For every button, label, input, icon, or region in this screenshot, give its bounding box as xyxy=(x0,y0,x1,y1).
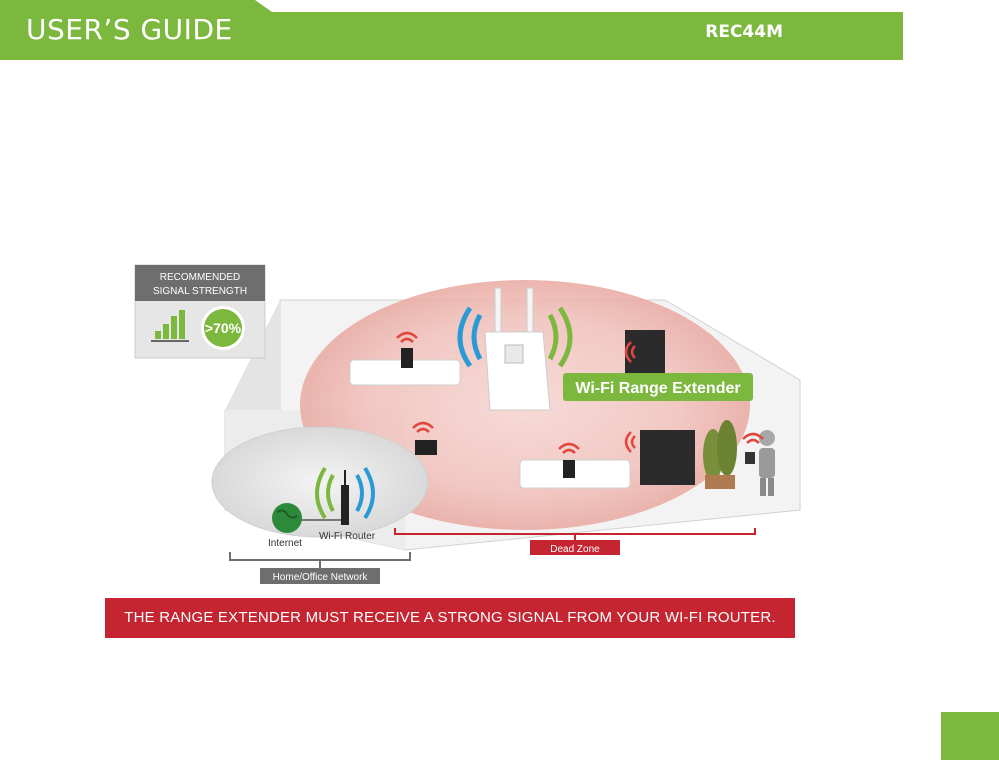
home-network-label: Home/Office Network xyxy=(273,572,369,583)
tv-downstairs-icon xyxy=(640,430,695,485)
dead-zone-label: Dead Zone xyxy=(550,544,600,555)
model-number: REC44M xyxy=(705,22,783,42)
phone-icon xyxy=(401,348,413,368)
extender-label: Wi-Fi Range Extender xyxy=(575,380,740,397)
signal-box-line1: RECOMMENDED xyxy=(160,272,241,283)
range-extender-diagram: Wi-Fi Range Extender Internet Wi-Fi Rout… xyxy=(105,260,805,560)
router-label: Wi-Fi Router xyxy=(319,531,376,542)
home-network-bracket: Home/Office Network xyxy=(220,548,420,590)
laptop-icon xyxy=(415,440,437,455)
warning-banner: THE RANGE EXTENDER MUST RECEIVE A STRONG… xyxy=(105,598,795,638)
tablet-icon xyxy=(563,460,575,478)
signal-box-line2: SIGNAL STRENGTH xyxy=(153,286,247,297)
tv-upstairs-icon xyxy=(625,330,665,380)
header-title: USER’S GUIDE xyxy=(26,13,233,46)
header-bar: USER’S GUIDE REC44M xyxy=(0,0,903,60)
signal-box-value: >70% xyxy=(205,320,242,336)
page-corner-marker xyxy=(941,712,999,760)
extender-label-box: Wi-Fi Range Extender xyxy=(563,373,753,401)
signal-strength-box: RECOMMENDED SIGNAL STRENGTH >70% xyxy=(135,265,265,358)
globe-icon xyxy=(272,503,302,533)
